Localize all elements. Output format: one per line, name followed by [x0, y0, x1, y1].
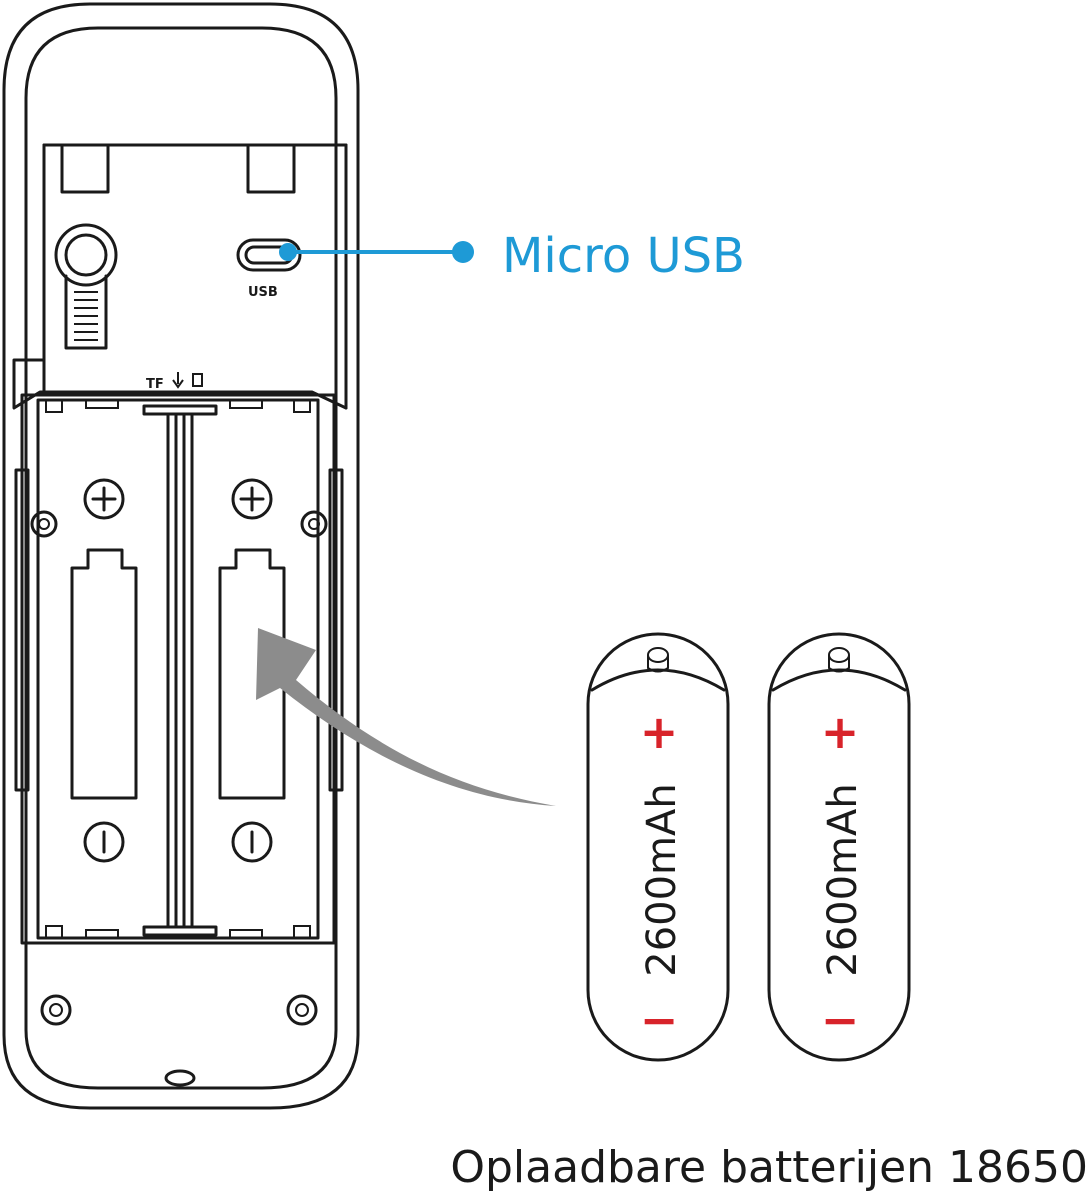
callout-dot-start [279, 243, 297, 261]
micro-usb-callout: Micro USB [279, 228, 745, 284]
device-inner-shell [24, 26, 338, 1090]
plus-terminal-icon [83, 478, 125, 520]
top-clip-right [246, 143, 296, 194]
tf-card-icon [192, 373, 203, 387]
keyhole-slot [54, 223, 118, 350]
battery-minus-sign: − [821, 993, 860, 1047]
device-back: USB TF [2, 2, 360, 1110]
usb-port-label: USB [248, 285, 278, 300]
minus-terminal-icon [83, 821, 125, 863]
top-clip-left [60, 143, 110, 194]
tf-slot-label: TF [146, 377, 164, 392]
battery-terminal-icon [647, 647, 669, 673]
insert-arrow-icon [256, 628, 556, 806]
battery-plus-sign: + [640, 705, 679, 759]
battery-terminal-icon [828, 647, 850, 673]
battery-2: + 2600mAh − [767, 632, 911, 1062]
battery-compartment [14, 393, 344, 945]
callout-label: Micro USB [502, 228, 745, 284]
screw-icon [286, 994, 318, 1026]
screw-icon [300, 510, 328, 538]
minus-terminal-icon [231, 821, 273, 863]
battery-slot-outline-left [70, 548, 138, 800]
battery-minus-sign: − [640, 993, 679, 1047]
usb-port: USB [236, 238, 302, 300]
callout-dot-end [452, 241, 474, 263]
plus-terminal-icon [231, 478, 273, 520]
device-outer-shell [2, 2, 360, 1110]
battery-capacity-label: 2600mAh [820, 783, 866, 976]
caption: Oplaadbare batterijen 18650 [450, 1142, 1088, 1193]
battery-capacity-label: 2600mAh [639, 783, 685, 976]
battery-1: + 2600mAh − [586, 632, 730, 1062]
reset-hole [164, 1069, 196, 1087]
screw-icon [30, 510, 58, 538]
tf-down-arrow-icon [172, 372, 184, 389]
tf-slot: TF [146, 372, 203, 392]
battery-slot-outline-right [218, 548, 286, 800]
battery-plus-sign: + [821, 705, 860, 759]
screw-icon [40, 994, 72, 1026]
